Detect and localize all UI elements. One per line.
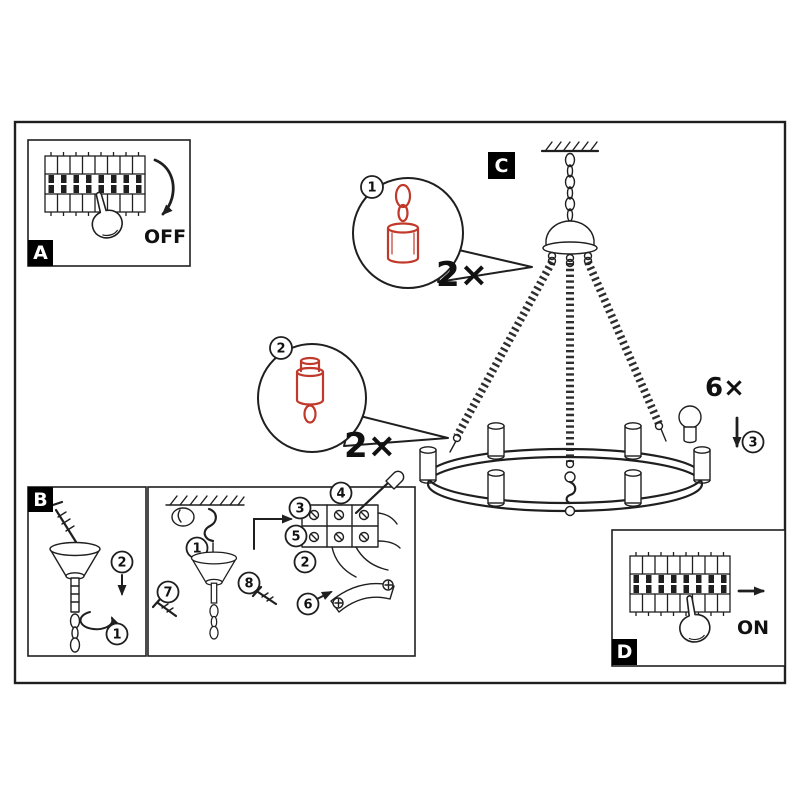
ceiling-cup-drawing [190,551,238,640]
canopy [542,220,598,263]
step-circle-w6: 6 [296,592,320,616]
count-6x: 6× [705,373,745,403]
step-circle-w3: 3 [288,496,312,520]
count-2x-part1: 2× [436,255,488,295]
step-circle-w2: 2 [293,550,317,574]
panel-d: ON D [611,529,786,667]
candle-socket [624,422,642,460]
wiring-panel: 1 7 8 [147,470,416,657]
svg-text:3: 3 [748,436,757,451]
svg-text:1: 1 [367,181,376,196]
chandelier-drawing [419,141,711,517]
bracket-arrow-icon [316,591,333,601]
panel-a-label: A [28,240,53,266]
svg-text:C: C [495,155,509,177]
anchor-detail [171,507,195,527]
panel-c-label: C [488,152,515,179]
ceiling-mount [540,141,600,153]
mounting-bracket [330,579,395,613]
svg-text:A: A [33,242,48,264]
svg-text:7: 7 [163,586,172,601]
step-circle-b1: 1 [105,622,129,646]
callout-part2: 2 2× [257,336,449,466]
panel-a: OFF A [27,139,191,267]
ceiling-hook-drawing [203,507,217,543]
svg-text:B: B [33,489,47,511]
step-circle-b2: 2 [110,550,134,574]
svg-text:1: 1 [192,542,201,557]
svg-text:5: 5 [291,530,300,545]
candle-socket [624,469,642,507]
callout-part1: 1 2× [352,175,533,295]
screw-icon-right [251,585,278,606]
svg-text:2: 2 [276,342,285,357]
svg-text:2: 2 [300,556,309,571]
rotate-arrow-icon [79,611,120,631]
off-caption: OFF [144,226,186,248]
balloon [257,343,367,453]
spring-chain-left [449,256,557,453]
ball-finial-callout: 6× 3 [678,373,765,454]
step-circle-part2: 2 [269,336,293,360]
svg-text:8: 8 [244,577,253,592]
svg-text:1: 1 [112,628,121,643]
candle-socket [487,422,505,460]
spring-chain-middle [565,258,575,469]
step-circle-3: 3 [741,430,765,454]
part-1-drawing [386,183,420,264]
screwdriver-icon [354,470,405,515]
part-2-drawing [295,356,325,424]
svg-text:3: 3 [295,502,304,517]
on-caption: ON [737,617,769,639]
step-circle-w4: 4 [329,481,353,505]
step-circle-w8: 8 [237,571,261,595]
panel-b: 2 1 B [27,486,147,657]
candle-socket [693,446,711,484]
svg-text:6: 6 [303,598,312,613]
step-circle-w5: 5 [284,524,308,548]
svg-text:4: 4 [336,487,345,502]
panel-b-label: B [28,487,53,512]
spring-chain-right [583,256,667,442]
step-circle-part1: 1 [360,175,384,199]
step-circle-w7: 7 [156,580,180,604]
candle-socket [487,469,505,507]
ball-finial-drawing [678,405,702,444]
chain-drawing [69,613,81,653]
svg-text:D: D [617,641,633,663]
center-hook [564,471,577,517]
connect-arrow-icon [253,514,293,550]
power-off-arrow-icon [153,158,175,216]
panel-d-label: D [612,639,637,665]
candle-socket [419,446,437,484]
cable-wires [331,546,389,578]
threaded-rod [70,577,80,613]
terminal-block [301,504,401,549]
svg-text:2: 2 [117,556,126,571]
ceiling-hatch [165,495,245,506]
count-2x-part2: 2× [344,426,396,466]
